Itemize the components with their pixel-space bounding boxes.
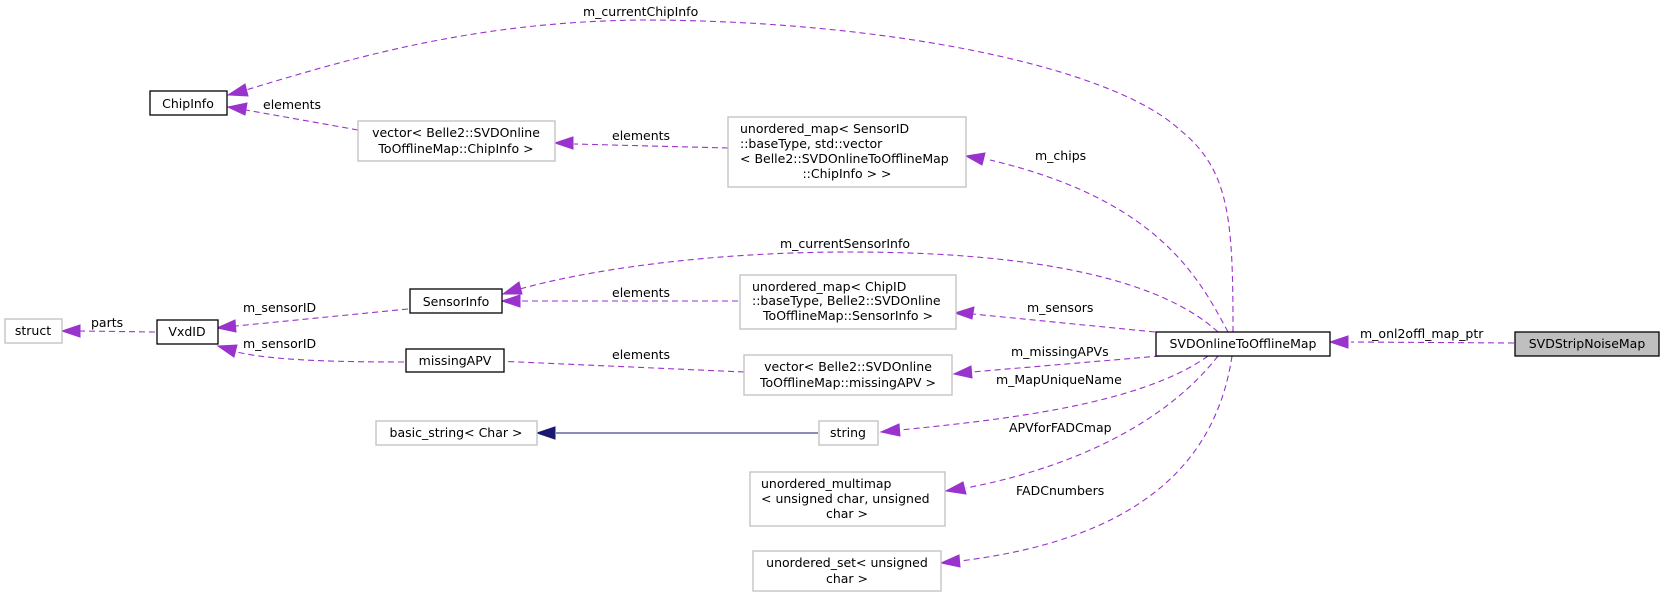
- edge-m-sensors: m_sensors: [953, 300, 1156, 333]
- node-unordered-set[interactable]: unordered_set< unsigned char >: [752, 550, 942, 592]
- node-struct[interactable]: struct: [4, 318, 63, 344]
- edge-elements-vector-missingapv: elements: [475, 347, 745, 373]
- node-vxdid[interactable]: VxdID: [156, 319, 219, 345]
- node-unordered-map-sensorid-label-4: ::ChipInfo > >: [802, 166, 891, 181]
- edge-label-parts: parts: [91, 315, 123, 330]
- node-unordered-map-sensorid-label-3: < Belle2::SVDOnlineToOfflineMap: [740, 151, 949, 166]
- node-unordered-map-sensorid-label-1: unordered_map< SensorID: [740, 121, 909, 136]
- edge-label-m-map-unique-name: m_MapUniqueName: [996, 372, 1122, 387]
- edge-m-sensorid-sensorinfo: m_sensorID: [215, 300, 409, 333]
- node-unordered-multimap[interactable]: unordered_multimap < unsigned char, unsi…: [749, 471, 946, 527]
- node-vector-missingapv-label-1: vector< Belle2::SVDOnline: [764, 359, 932, 374]
- node-unordered-multimap-label-3: char >: [826, 506, 868, 521]
- edge-label-m-sensorid-2: m_sensorID: [243, 336, 316, 351]
- nodes: ChipInfo vector< Belle2::SVDOnline ToOff…: [4, 90, 1660, 592]
- node-sensorinfo-label: SensorInfo: [423, 294, 490, 309]
- node-vxdid-label: VxdID: [168, 324, 205, 339]
- edge-label-m-sensors: m_sensors: [1027, 300, 1093, 315]
- edges: m_onl2offl_map_ptr m_currentChipInfo ele…: [60, 4, 1515, 568]
- edge-m-sensorid-missingapv: m_sensorID: [216, 336, 405, 363]
- edge-label-m-current-sensor-info: m_currentSensorInfo: [780, 236, 910, 251]
- node-struct-label: struct: [15, 323, 51, 338]
- node-vector-missingapv[interactable]: vector< Belle2::SVDOnline ToOfflineMap::…: [743, 354, 953, 396]
- edge-m-current-sensor-info: m_currentSensorInfo: [501, 236, 1219, 333]
- node-unordered-map-chipid[interactable]: unordered_map< ChipID ::baseType, Belle2…: [739, 274, 957, 330]
- edge-label-elements-1: elements: [263, 97, 321, 112]
- edge-fadc-numbers: FADCnumbers: [939, 355, 1233, 568]
- node-chipinfo[interactable]: ChipInfo: [149, 90, 228, 116]
- node-svdstripnoisemap-label: SVDStripNoiseMap: [1529, 336, 1646, 351]
- edge-label-m-current-chip-info: m_currentChipInfo: [583, 4, 698, 19]
- node-unordered-multimap-label-1: unordered_multimap: [761, 476, 892, 491]
- node-svdonlinetoofflinemap-label: SVDOnlineToOfflineMap: [1170, 336, 1317, 351]
- edge-parts: parts: [60, 315, 156, 338]
- node-vector-chipinfo-label-2: ToOfflineMap::ChipInfo >: [377, 141, 533, 156]
- node-chipinfo-label: ChipInfo: [162, 96, 214, 111]
- node-unordered-set-label-2: char >: [826, 571, 868, 586]
- edge-label-m-onl2offl-map-ptr: m_onl2offl_map_ptr: [1360, 326, 1484, 341]
- node-sensorinfo[interactable]: SensorInfo: [409, 288, 503, 314]
- edge-label-elements-4: elements: [612, 347, 670, 362]
- node-unordered-map-chipid-label-3: ToOfflineMap::SensorInfo >: [762, 308, 933, 323]
- edge-m-chips: m_chips: [964, 148, 1229, 333]
- edge-label-m-missing-apvs: m_missingAPVs: [1011, 344, 1109, 359]
- node-svdonlinetoofflinemap[interactable]: SVDOnlineToOfflineMap: [1155, 331, 1331, 357]
- node-string-label: string: [830, 425, 866, 440]
- node-vector-chipinfo[interactable]: vector< Belle2::SVDOnline ToOfflineMap::…: [357, 120, 556, 162]
- node-missingapv[interactable]: missingAPV: [405, 348, 505, 373]
- edge-m-missing-apvs: m_missingAPVs: [952, 344, 1161, 379]
- node-vector-missingapv-label-2: ToOfflineMap::missingAPV >: [759, 375, 936, 390]
- edge-elements-vector-chipinfo: elements: [226, 97, 359, 131]
- edge-label-apv-for-fadc-map: APVforFADCmap: [1009, 420, 1112, 435]
- edge-label-elements-2: elements: [612, 128, 670, 143]
- node-unordered-map-chipid-label-2: ::baseType, Belle2::SVDOnline: [752, 293, 941, 308]
- node-string[interactable]: string: [818, 420, 879, 446]
- node-basic-string[interactable]: basic_string< Char >: [375, 420, 538, 446]
- node-unordered-multimap-label-2: < unsigned char, unsigned: [761, 491, 930, 506]
- edge-label-elements-3: elements: [612, 285, 670, 300]
- edge-label-m-sensorid-1: m_sensorID: [243, 300, 316, 315]
- node-vector-chipinfo-label-1: vector< Belle2::SVDOnline: [372, 125, 540, 140]
- edge-apv-for-fadc-map: APVforFADCmap: [944, 355, 1219, 495]
- node-svdstripnoisemap[interactable]: SVDStripNoiseMap: [1514, 331, 1660, 357]
- node-unordered-map-sensorid-label-2: ::baseType, std::vector: [740, 136, 883, 151]
- node-unordered-set-label-1: unordered_set< unsigned: [766, 555, 928, 570]
- node-basic-string-label: basic_string< Char >: [390, 425, 523, 440]
- node-missingapv-label: missingAPV: [419, 353, 492, 368]
- node-unordered-map-sensorid[interactable]: unordered_map< SensorID ::baseType, std:…: [727, 116, 967, 188]
- edge-m-map-unique-name: m_MapUniqueName: [879, 355, 1209, 437]
- edge-label-fadc-numbers: FADCnumbers: [1016, 483, 1104, 498]
- edge-elements-unordered-map-chipid: elements: [500, 285, 738, 308]
- edge-label-m-chips: m_chips: [1035, 148, 1086, 163]
- edge-inheritance-string: [535, 426, 818, 440]
- edge-m-current-chip-info: m_currentChipInfo: [226, 4, 1234, 333]
- node-unordered-map-chipid-label-1: unordered_map< ChipID: [752, 279, 906, 294]
- edge-m-onl2offl-map-ptr: m_onl2offl_map_ptr: [1328, 326, 1515, 349]
- edge-elements-unordered-map-sensorid: elements: [553, 128, 729, 150]
